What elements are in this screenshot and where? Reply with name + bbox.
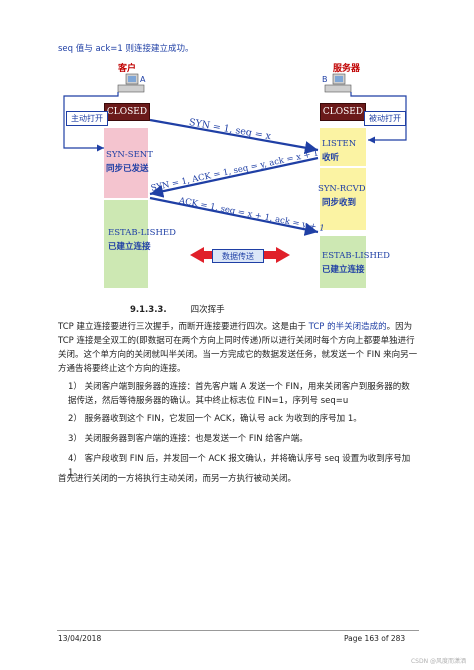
paragraph-part2: 。因为 TCP 连接是全双工的(即数据可在两个方向上同时传递)所以进行关闭时每个… xyxy=(58,322,418,374)
client-syn-sent-band xyxy=(104,128,148,198)
tcp-handshake-diagram: 客户 服务器 xyxy=(0,0,474,300)
syn-rcvd-label: SYN-RCVD xyxy=(318,184,366,194)
section-number: 9.1.3.3. xyxy=(130,305,167,315)
syn-sent-cn-label: 同步已发送 xyxy=(106,164,149,174)
server-listen-band xyxy=(320,128,366,166)
ack-arrow xyxy=(149,196,319,236)
list-item: 3） 关闭服务器到客户端的连接：也是发送一个 FIN 给客户端。 xyxy=(68,434,308,444)
list-item: 1） 关闭客户端到服务器的连接：首先客户端 A 发送一个 FIN，用来关闭客户到… xyxy=(68,382,410,406)
paragraph-part1: TCP 建立连接要进行三次握手，而断开连接要进行四次。这是由于 xyxy=(58,322,309,332)
client-pc-letter: A xyxy=(140,75,146,84)
client-established-band xyxy=(104,200,148,288)
closing-text: 首先进行关闭的一方将执行主动关闭，而另一方执行被动关闭。 xyxy=(58,474,297,484)
passive-open-loop xyxy=(350,92,407,144)
active-open-loop xyxy=(63,92,119,152)
client-computer-icon xyxy=(117,73,145,93)
listen-label: LISTEN xyxy=(322,139,357,149)
syn-arrow xyxy=(149,118,319,155)
footer-divider xyxy=(57,630,419,631)
client-closed-box: CLOSED xyxy=(104,103,150,121)
server-title: 服务器 xyxy=(333,64,361,74)
intro-text: seq 值与 ack=1 则连接建立成功。 xyxy=(58,44,194,54)
footer-date: 13/04/2018 xyxy=(58,634,102,643)
list-item: 2） 服务器收到这个 FIN，它发回一个 ACK，确认号 ack 为收到的序号加… xyxy=(68,414,362,424)
section-title: 四次挥手 xyxy=(190,305,225,315)
syn-ack-arrow xyxy=(149,156,319,198)
client-title: 客户 xyxy=(118,64,137,74)
server-established-cn-label: 已建立连接 xyxy=(322,265,365,275)
client-established-cn-label: 已建立连接 xyxy=(108,242,151,252)
footer-page: Page 163 of 283 xyxy=(344,634,406,643)
syn-rcvd-cn-label: 同步收到 xyxy=(322,198,357,208)
passive-open-label: 被动打开 xyxy=(364,111,406,126)
client-established-label: ESTAB-LISHED xyxy=(108,228,176,238)
body-paragraph: TCP 建立连接要进行三次握手，而断开连接要进行四次。这是由于 TCP 的半关闭… xyxy=(58,320,418,376)
listen-cn-label: 收听 xyxy=(322,153,340,163)
server-syn-rcvd-band xyxy=(320,168,366,230)
section-heading: 9.1.3.3. 四次挥手 xyxy=(130,303,225,315)
list-item: 4） 客户段收到 FIN 后，并发回一个 ACK 报文确认，并将确认序号 seq… xyxy=(68,454,411,478)
server-computer-icon xyxy=(324,73,352,93)
watermark: CSDN @风度而潇洒 xyxy=(410,658,466,665)
syn-sent-label: SYN-SENT xyxy=(106,150,153,160)
half-close-link[interactable]: TCP 的半关闭造成的 xyxy=(308,322,387,332)
active-open-label: 主动打开 xyxy=(66,111,108,126)
server-closed-box: CLOSED xyxy=(320,103,366,121)
server-established-label: ESTAB-LISHED xyxy=(322,251,390,261)
server-pc-letter: B xyxy=(322,75,328,84)
data-transfer-label: 数据传送 xyxy=(212,249,264,263)
server-established-band xyxy=(320,236,366,288)
